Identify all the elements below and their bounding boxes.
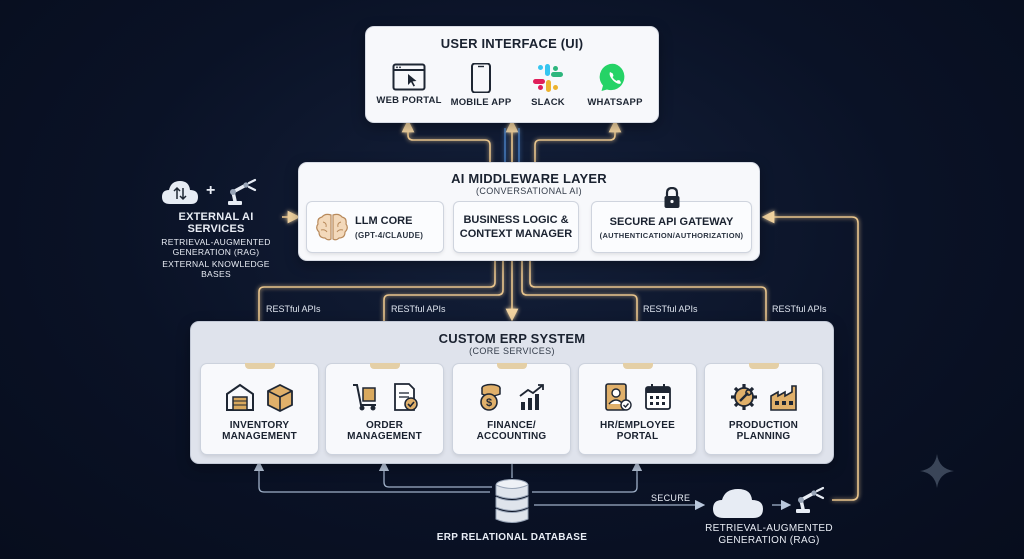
calendar-icon [644, 384, 671, 410]
web-portal-item[interactable]: WEB PORTAL [374, 63, 444, 106]
module-connector-tab [370, 363, 400, 369]
database-icon [495, 479, 529, 523]
erp-title: CUSTOM ERP SYSTEM [438, 331, 586, 346]
browser-window-icon [392, 63, 426, 91]
cloud-icon [713, 489, 763, 518]
mobile-app-label: MOBILE APP [450, 97, 512, 108]
slack-item[interactable]: SLACK [513, 63, 583, 108]
module-finance[interactable]: $ FINANCE/ACCOUNTING [453, 363, 570, 454]
cloud-sync-icon [162, 181, 198, 204]
brain-icon [316, 213, 348, 241]
plus-sign: + [206, 182, 216, 199]
middleware-subtitle: (CONVERSATIONAL AI) [475, 186, 583, 196]
finance-line1: FINANCE/ [487, 420, 536, 431]
slack-label: SLACK [531, 97, 565, 108]
warehouse-icon [225, 383, 254, 411]
growth-chart-icon [518, 384, 544, 410]
middleware-title: AI MIDDLEWARE LAYER [451, 171, 607, 186]
business-logic-line2: CONTEXT MANAGER [459, 228, 573, 240]
business-logic-box[interactable]: BUSINESS LOGIC & CONTEXT MANAGER [454, 202, 578, 252]
api-gateway-box[interactable]: SECURE API GATEWAY (AUTHENTICATION/AUTHO… [592, 202, 751, 252]
factory-icon [769, 385, 797, 411]
api-label-1: RESTful APIs [266, 304, 321, 314]
whatsapp-logo-icon [599, 63, 625, 91]
coins-icon: $ [479, 383, 501, 411]
rag-line2: GENERATION (RAG) [718, 535, 820, 546]
middleware-box: AI MIDDLEWARE LAYER (CONVERSATIONAL AI) … [299, 163, 759, 260]
robot-arm-icon [796, 486, 825, 513]
gear-wrench-icon [730, 384, 757, 410]
external-ai-line3: EXTERNAL KNOWLEDGE [162, 259, 270, 269]
erp-subtitle: (CORE SERVICES) [469, 346, 555, 356]
order-line2: MANAGEMENT [347, 431, 422, 442]
rag-loop [761, 210, 859, 501]
inventory-line2: MANAGEMENT [222, 431, 297, 442]
api-label-2: RESTful APIs [391, 304, 446, 314]
employee-badge-icon [604, 383, 632, 411]
module-connector-tab [749, 363, 779, 369]
db-link-hr [532, 460, 643, 493]
api-link-2 [377, 260, 504, 364]
llm-core-box[interactable]: LLM CORE (GPT-4/CLAUDE) [307, 202, 443, 252]
inventory-line1: INVENTORY [229, 420, 290, 431]
external-ai-line4: BASES [201, 269, 231, 279]
whatsapp-label: WHATSAPP [587, 97, 643, 108]
svg-text:$: $ [485, 397, 491, 409]
slack-logo-icon [533, 64, 563, 92]
robot-arm-icon [228, 178, 257, 205]
cardboard-box-icon [266, 383, 293, 412]
llm-core-subtitle: (GPT-4/CLAUDE) [355, 231, 424, 240]
checked-document-icon [393, 383, 418, 411]
production-line2: PLANNING [736, 431, 791, 442]
order-line1: ORDER [365, 420, 404, 431]
whatsapp-item[interactable]: WHATSAPP [580, 63, 650, 108]
mobile-app-item[interactable]: MOBILE APP [446, 63, 516, 108]
erp-system-box: CUSTOM ERP SYSTEM (CORE SERVICES) INVENT… [191, 322, 833, 463]
module-connector-tab [245, 363, 275, 369]
api-gateway-title: SECURE API GATEWAY [609, 216, 734, 228]
external-ai-line1: RETRIEVAL-AUGMENTED [161, 237, 271, 247]
api-link-1 [252, 260, 496, 364]
db-link-order [378, 460, 492, 488]
api-link-3 [521, 260, 644, 364]
production-line1: PRODUCTION [728, 420, 799, 431]
api-gateway-subtitle: (AUTHENTICATION/AUTHORIZATION) [599, 231, 744, 240]
external-ai-title: EXTERNAL AI SERVICES [178, 211, 254, 235]
api-link-4 [529, 260, 773, 364]
external-ai-services: + EXTERNAL AI SERVICES RETRIEVAL-AUGMENT… [150, 178, 282, 279]
rag-label: RETRIEVAL-AUGMENTED GENERATION (RAG) [684, 523, 854, 547]
ui-layer-box: USER INTERFACE (UI) WEB PORTAL MOBILE AP… [366, 27, 658, 122]
rag-line1: RETRIEVAL-AUGMENTED [705, 523, 833, 534]
database-label: ERP RELATIONAL DATABASE [436, 532, 588, 543]
ui-link-slack [534, 119, 622, 163]
sparkle-icon [920, 454, 954, 488]
smartphone-icon [471, 63, 491, 93]
ui-link-mobile [425, 143, 500, 163]
hr-line1: HR/EMPLOYEE [600, 420, 675, 431]
llm-core-title: LLM CORE [355, 215, 413, 227]
ui-layer-title: USER INTERFACE (UI) [440, 36, 584, 51]
api-label-4: RESTful APIs [772, 304, 827, 314]
external-ai-line2: GENERATION (RAG) [172, 247, 260, 257]
db-link-inv [253, 460, 490, 493]
hr-line2: PORTAL [616, 431, 659, 442]
module-connector-tab [497, 363, 527, 369]
module-connector-tab [623, 363, 653, 369]
finance-line2: ACCOUNTING [476, 431, 547, 442]
hand-truck-icon [352, 384, 376, 411]
secure-label: SECURE [651, 493, 691, 503]
web-portal-label: WEB PORTAL [376, 95, 442, 106]
business-logic-line1: BUSINESS LOGIC & [463, 214, 569, 226]
ui-link-web [401, 119, 491, 163]
padlock-icon [664, 187, 680, 208]
api-label-3: RESTful APIs [643, 304, 698, 314]
